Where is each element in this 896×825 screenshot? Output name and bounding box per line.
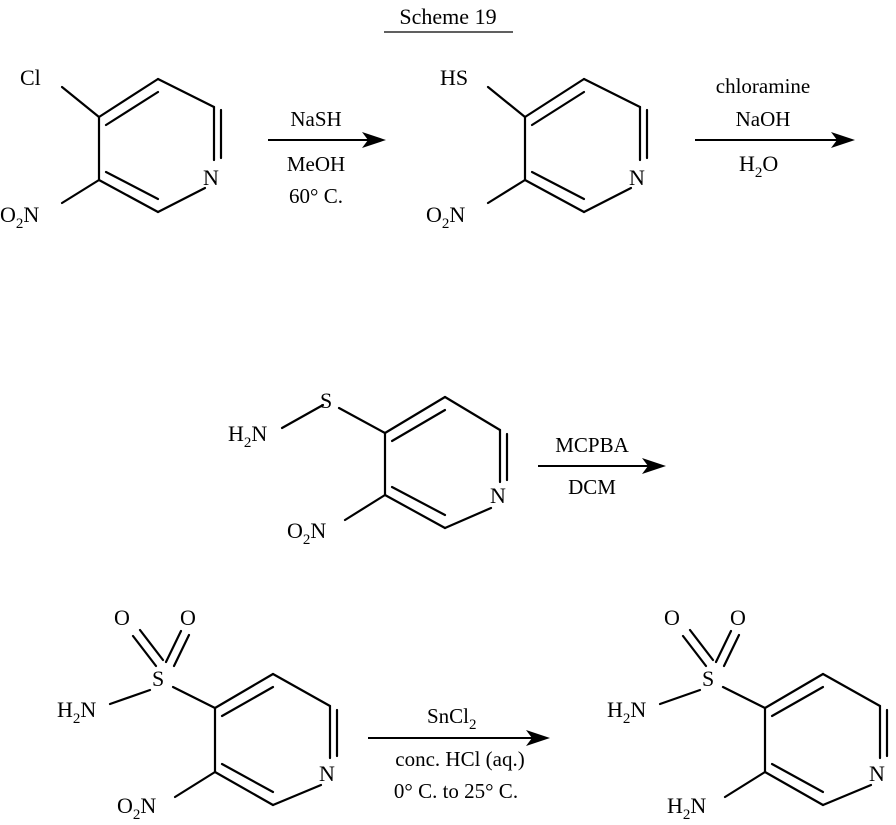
- chloro-label: Cl: [20, 65, 41, 90]
- nitro-group-label: O2N: [117, 793, 156, 823]
- c-s-bond: [488, 87, 525, 117]
- reaction-arrow-1: NaSH MeOH 60° C.: [268, 107, 386, 208]
- pyridine-ring: [99, 79, 221, 212]
- reaction-arrow-2: chloramine NaOH H2O: [695, 74, 855, 181]
- ring-nitrogen-label: N: [869, 761, 885, 786]
- reagent-nash: NaSH: [290, 107, 341, 131]
- solvent-meoh: MeOH: [287, 152, 345, 176]
- scheme-title: Scheme 19: [399, 4, 496, 29]
- solvent-dcm: DCM: [568, 475, 616, 499]
- reagent-mcpba: MCPBA: [555, 433, 629, 457]
- reagent-conc-hcl: conc. HCl (aq.): [395, 747, 524, 771]
- solvent-water: H2O: [739, 151, 778, 181]
- s-o-double-bond-left-2: [140, 630, 163, 660]
- reagent-naoh: NaOH: [736, 107, 791, 131]
- c-amine-bond: [725, 772, 765, 797]
- ring-nitrogen-label: N: [319, 761, 335, 786]
- c-s-bond: [723, 687, 765, 708]
- sulfur-label: S: [320, 388, 332, 413]
- ring-nitrogen-label: N: [629, 165, 645, 190]
- ring-amine-label: H2N: [667, 793, 706, 823]
- molecule-3-nitropyridine-4-sulfonamide: S O O H2N N O2N: [57, 605, 337, 823]
- molecule-4-chloro-3-nitropyridine: Cl N O2N: [0, 65, 221, 232]
- nitro-group-label: O2N: [287, 518, 326, 548]
- sulfonamide-amine-label: H2N: [607, 697, 646, 727]
- c-s-bond: [173, 687, 215, 708]
- oxygen-left-label: O: [664, 605, 680, 630]
- amine-label: H2N: [57, 697, 96, 727]
- c-nitro-bond: [175, 772, 215, 797]
- s-o-double-bond-left: [683, 636, 706, 666]
- c-cl-bond: [62, 87, 99, 117]
- reaction-arrow-4: SnCl2 conc. HCl (aq.) 0° C. to 25° C.: [368, 704, 550, 803]
- ring-nitrogen-label: N: [490, 483, 506, 508]
- s-o-double-bond-left-2: [690, 630, 713, 660]
- s-n-bond: [110, 690, 150, 704]
- amine-label: H2N: [228, 421, 267, 451]
- c-nitro-bond: [488, 180, 525, 203]
- temperature-60c: 60° C.: [289, 184, 343, 208]
- oxygen-left-label: O: [114, 605, 130, 630]
- sulfur-label: S: [152, 666, 164, 691]
- reagent-chloramine: chloramine: [716, 74, 810, 98]
- ring-nitrogen-label: N: [203, 165, 219, 190]
- oxygen-right-label: O: [730, 605, 746, 630]
- c-nitro-bond: [345, 495, 385, 520]
- nitro-group-label: O2N: [426, 202, 465, 232]
- nitro-group-label: O2N: [0, 202, 39, 232]
- temperature-range: 0° C. to 25° C.: [394, 779, 518, 803]
- sulfur-label: S: [702, 666, 714, 691]
- s-n-bond: [282, 405, 323, 428]
- molecule-3-aminopyridine-4-sulfonamide: S O O H2N N H2N: [607, 605, 887, 823]
- pyridine-ring: [525, 79, 647, 212]
- molecule-3-nitropyridine-4-thiol: HS N O2N: [426, 65, 647, 232]
- thiol-label: HS: [440, 65, 468, 90]
- reagent-sncl2: SnCl2: [427, 704, 477, 733]
- c-s-bond: [339, 408, 385, 433]
- oxygen-right-label: O: [180, 605, 196, 630]
- reaction-arrow-3: MCPBA DCM: [538, 433, 666, 499]
- s-o-double-bond-left: [133, 636, 156, 666]
- pyridine-ring: [385, 397, 507, 528]
- s-n-bond: [660, 690, 700, 704]
- molecule-3-nitropyridine-4-sulfenamide: S H2N N O2N: [228, 388, 507, 548]
- c-nitro-bond: [62, 180, 99, 203]
